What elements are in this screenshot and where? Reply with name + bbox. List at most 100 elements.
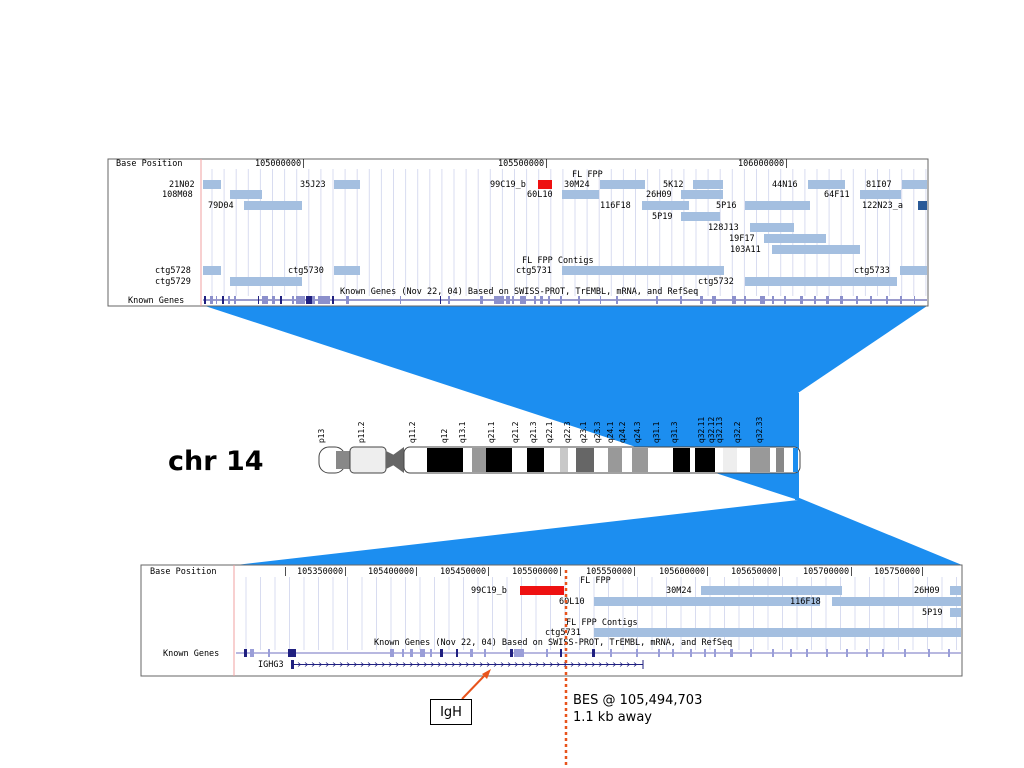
clone-bar-26H09[interactable] — [681, 190, 723, 199]
contig-bar-ctg5733[interactable] — [900, 266, 927, 275]
top-contig-bars: ctg5728 ctg5729 ctg5730 ctg5731 ctg5732 … — [155, 266, 927, 287]
bottom-position-6: 105600000| — [659, 567, 710, 577]
clone-bar-64F11[interactable] — [860, 190, 901, 199]
contig-label-ctg5729: ctg5729 — [155, 277, 191, 287]
bclone-bar-99C19_b[interactable] — [520, 586, 564, 595]
top-position-2: 105500000| — [498, 159, 549, 169]
bclone-label-26H09: 26H09 — [914, 586, 940, 596]
igh-pointer-arrow — [461, 669, 491, 700]
clone-bar-30M24[interactable] — [600, 180, 645, 189]
bottom-base-position-label: Base Position — [150, 567, 217, 577]
top-contigs-label: FL FPP Contigs — [522, 256, 594, 266]
bes-annotation: BES @ 105,494,703 1.1 kb away — [573, 692, 702, 726]
contig-bar-ctg5731[interactable] — [562, 266, 724, 275]
band-label-q11-2: q11.2 — [408, 421, 417, 443]
band-q21 — [486, 448, 512, 472]
band-label-p13: p13 — [317, 428, 326, 443]
clone-bar-128J13[interactable] — [750, 223, 794, 232]
q-arm-bands — [427, 448, 798, 472]
clone-bar-81I07[interactable] — [902, 180, 927, 189]
bcontig-label-ctg5731: ctg5731 — [545, 628, 581, 638]
bottom-contigs-label: FL FPP Contigs — [566, 618, 638, 628]
clone-label-108M08: 108M08 — [162, 190, 193, 200]
bottom-position-3: 105450000| — [440, 567, 491, 577]
igh-label: IgH — [440, 704, 462, 720]
contig-label-ctg5731: ctg5731 — [516, 266, 552, 276]
gene-IGHG3-track[interactable] — [291, 660, 644, 669]
top-known-genes-track — [203, 296, 927, 304]
band-label-q24-3: q24.3 — [633, 421, 642, 443]
contig-bar-ctg5729[interactable] — [230, 277, 302, 286]
contig-label-ctg5733: ctg5733 — [854, 266, 890, 276]
band-q31 — [673, 448, 690, 472]
band-label-q32-12: q32.12 — [707, 417, 716, 443]
bclone-bar-30M24[interactable] — [701, 586, 842, 595]
clone-label-5P16: 5P16 — [716, 201, 736, 211]
band-label-q32-33: q32.33 — [755, 417, 764, 443]
band-label-q22-1: q22.1 — [545, 421, 554, 443]
bclone-label-60L10: 60L10 — [559, 597, 585, 607]
contig-bar-ctg5732[interactable] — [745, 277, 897, 286]
clone-bar-35J23[interactable] — [334, 180, 360, 189]
clone-bar-5P19[interactable] — [681, 212, 720, 221]
clone-bar-116F18[interactable] — [642, 201, 689, 210]
clone-bar-21N02[interactable] — [203, 180, 221, 189]
clone-bar-60L10[interactable] — [562, 190, 599, 199]
clone-bar-44N16[interactable] — [808, 180, 845, 189]
clone-bar-108M08[interactable] — [230, 190, 262, 199]
bes-position-text: BES @ 105,494,703 — [573, 693, 703, 708]
bottom-zoom-wedge — [236, 497, 962, 565]
band-q13 — [472, 448, 486, 472]
bottom-position-4: 105500000| — [512, 567, 563, 577]
clone-bar-99C19_b[interactable] — [538, 180, 552, 189]
contig-bar-ctg5730[interactable] — [334, 266, 360, 275]
gene-label-IGHG3: IGHG3 — [258, 660, 284, 670]
band-q32-11 — [723, 448, 737, 472]
band-q22 — [560, 448, 568, 472]
band-q32-2 — [776, 448, 784, 472]
band-label-q12: q12 — [440, 428, 449, 443]
bottom-known-genes-label: Known Genes — [163, 649, 219, 659]
clone-bar-79D04[interactable] — [244, 201, 302, 210]
clone-bar-5K12[interactable] — [693, 180, 723, 189]
q-arm-outline — [403, 446, 801, 474]
bclone-bar-26H09[interactable] — [950, 586, 961, 595]
bottom-position-8: 105700000| — [803, 567, 854, 577]
clone-label-19F17: 19F17 — [729, 234, 755, 244]
bclone-bar-5P19[interactable] — [950, 608, 961, 617]
bclone-bar-60L10[interactable] — [594, 597, 820, 606]
clone-label-30M24: 30M24 — [564, 180, 590, 190]
clone-bar-103A11[interactable] — [772, 245, 860, 254]
bclone-bar-116F18[interactable] — [832, 597, 961, 606]
bcontig-bar-ctg5731[interactable] — [594, 628, 961, 637]
band-label-p11-2: p11.2 — [357, 421, 366, 443]
clone-bar-5P16[interactable] — [745, 201, 810, 210]
band-label-q21-2: q21.2 — [511, 421, 520, 443]
bclone-label-116F18: 116F18 — [790, 597, 821, 607]
bottom-tick-bar: | — [283, 567, 288, 577]
band-q12 — [427, 448, 463, 472]
contig-bar-ctg5728[interactable] — [203, 266, 221, 275]
clone-label-35J23: 35J23 — [300, 180, 326, 190]
centromere-q — [386, 447, 404, 473]
band-label-q32-13: q32.13 — [715, 417, 724, 443]
clone-bar-122N23_a[interactable] — [918, 201, 927, 210]
clone-label-81I07: 81I07 — [866, 180, 892, 190]
bottom-known-genes-header: Known Genes (Nov 22, 04) Based on SWISS-… — [374, 638, 732, 648]
bottom-clone-bars: 99C19_b 60L10 30M24 116F18 26H09 5P19 — [471, 586, 961, 618]
band-q32-13 — [750, 448, 770, 472]
clone-label-79D04: 79D04 — [208, 201, 234, 211]
band-label-q31-3: q31.3 — [670, 421, 679, 443]
band-q23-1 — [576, 448, 594, 472]
top-known-genes-label: Known Genes — [128, 296, 184, 306]
chromosome-label: chr 14 — [168, 446, 264, 477]
bottom-position-2: 105400000| — [368, 567, 419, 577]
bottom-position-5: 105550000| — [586, 567, 637, 577]
clone-label-128J13: 128J13 — [708, 223, 739, 233]
band-q21-3 — [527, 448, 544, 472]
clone-bar-19F17[interactable] — [764, 234, 826, 243]
clone-label-5P19: 5P19 — [652, 212, 672, 222]
band-q24 — [632, 448, 648, 472]
